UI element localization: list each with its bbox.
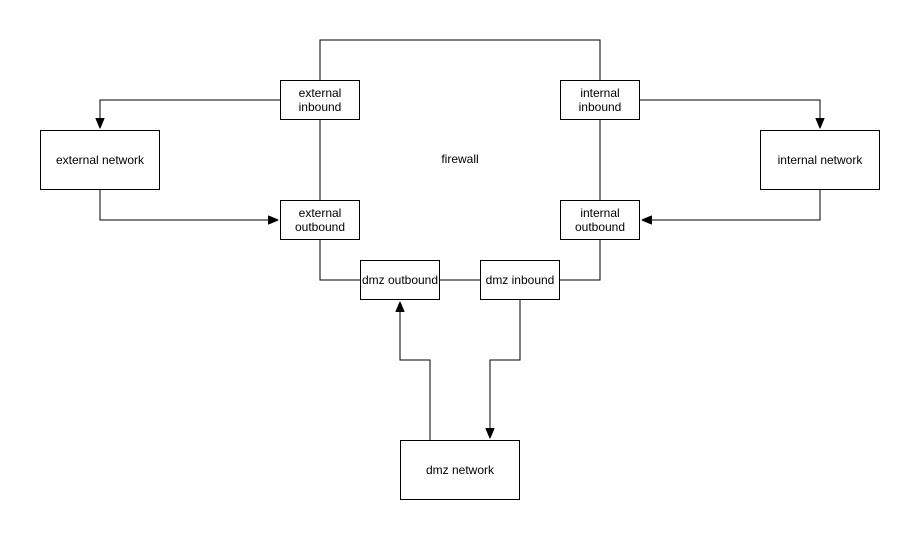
node-label: external inbound	[298, 86, 342, 114]
node-internal-inbound: internal inbound	[560, 80, 640, 120]
node-label: dmz network	[425, 463, 495, 477]
edge-external-network-to-external-outbound	[99, 190, 279, 225]
firewall-label: firewall	[441, 152, 479, 166]
node-label: dmz outbound	[361, 273, 439, 287]
edge-dmz-network-to-dmz-outbound	[395, 301, 431, 440]
node-external-outbound: external outbound	[280, 200, 360, 240]
node-dmz-outbound: dmz outbound	[360, 260, 440, 300]
edge-external-inbound-to-internal-inbound	[319, 39, 601, 80]
node-label: internal network	[777, 153, 863, 167]
edge-internal-network-to-internal-outbound	[641, 190, 821, 225]
edge-internal-outbound-to-dmz-inbound	[560, 240, 601, 281]
node-label: internal outbound	[574, 206, 626, 234]
edge-dmz-inbound-to-dmz-network	[485, 300, 521, 439]
node-dmz-network: dmz network	[400, 440, 520, 500]
node-external-inbound: external inbound	[280, 80, 360, 120]
node-label: internal inbound	[578, 86, 622, 114]
node-internal-outbound: internal outbound	[560, 200, 640, 240]
node-internal-network: internal network	[760, 130, 880, 190]
node-external-network: external network	[40, 130, 160, 190]
node-label: external outbound	[294, 206, 346, 234]
edge-external-inbound-to-external-network	[95, 99, 280, 129]
edge-external-outbound-to-dmz-outbound	[319, 240, 360, 281]
edge-internal-inbound-to-internal-network	[640, 99, 825, 129]
node-label: external network	[55, 153, 145, 167]
node-label: dmz inbound	[485, 273, 555, 287]
node-dmz-inbound: dmz inbound	[480, 260, 560, 300]
